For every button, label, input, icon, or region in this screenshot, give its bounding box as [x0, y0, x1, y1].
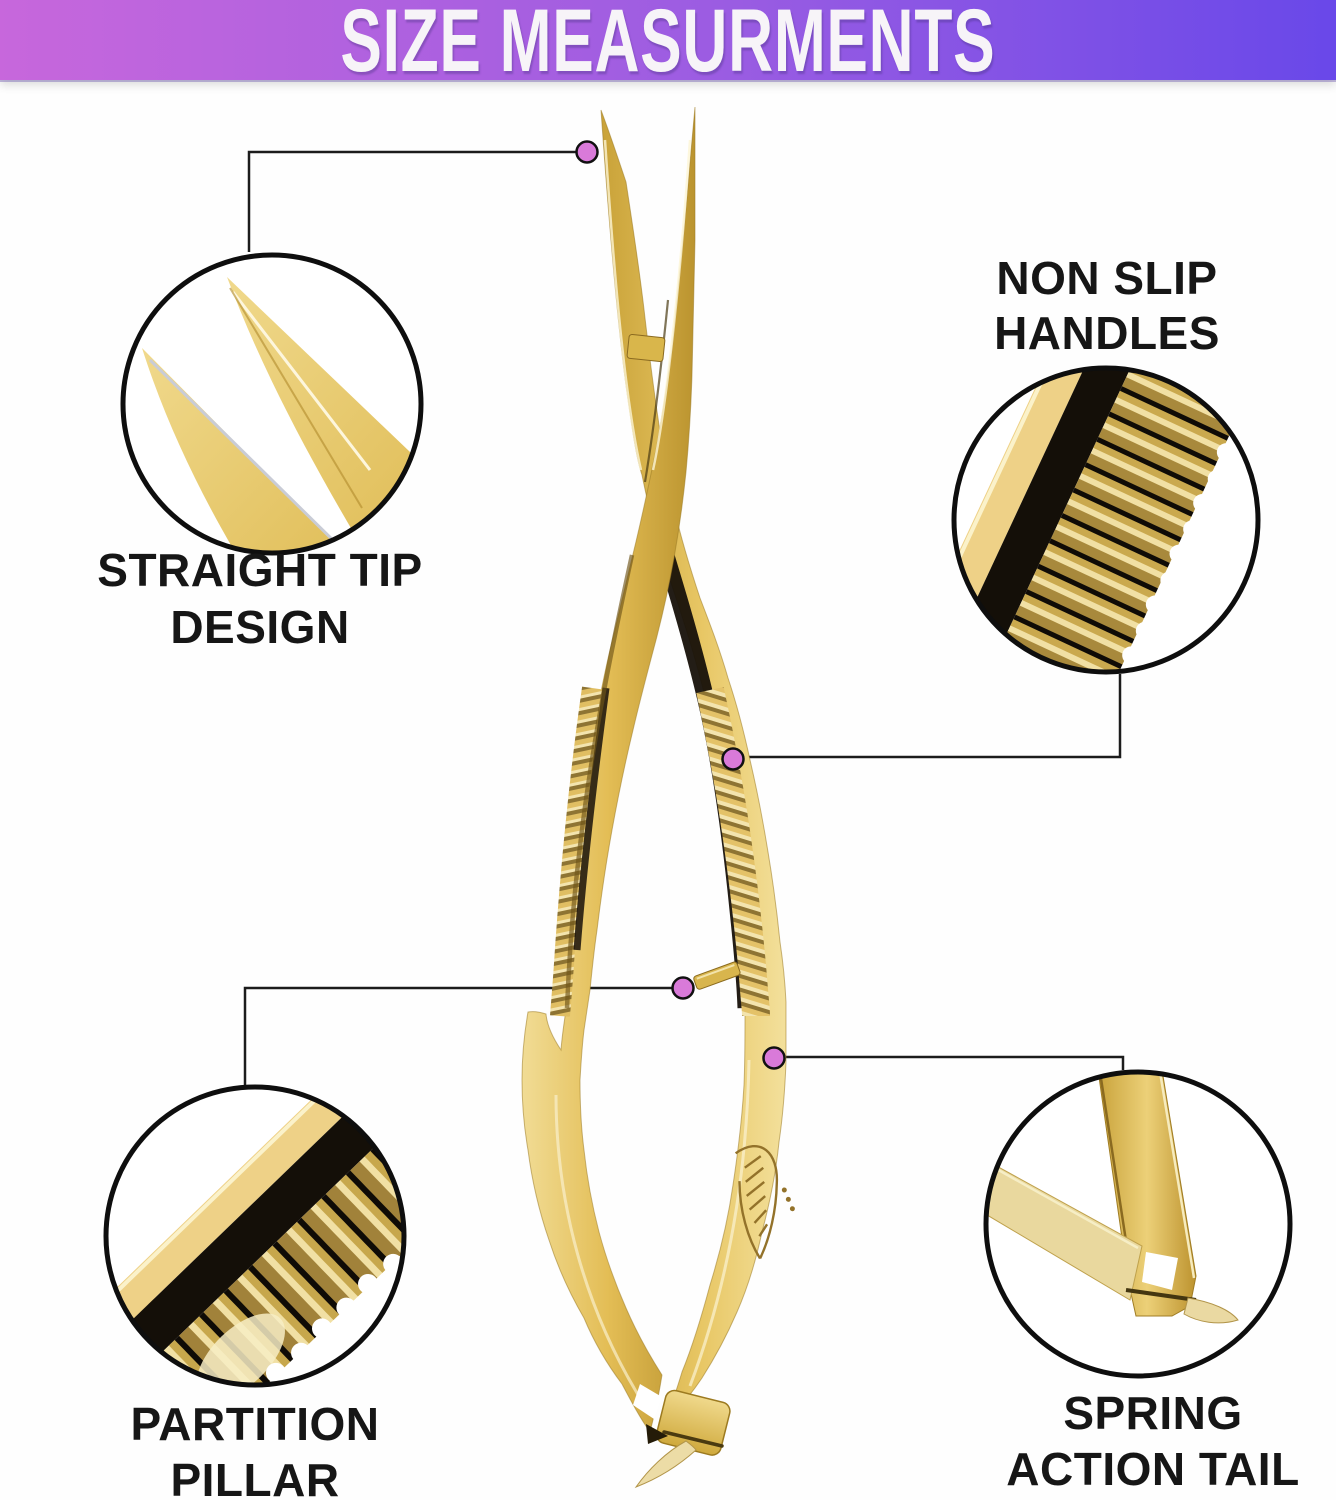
callout-label-line: STRAIGHT TIP [97, 544, 423, 596]
spring-tail-junction [633, 1384, 731, 1489]
callout-dot-partition [671, 976, 695, 1000]
callout-lines [243, 150, 1125, 1086]
page-title: SIZE MEASURMENTS [340, 0, 996, 90]
callout-dot-spring [762, 1046, 786, 1070]
header-banner: SIZE MEASURMENTS [0, 0, 1336, 90]
callout-dot-non-slip [721, 747, 745, 771]
partition-pillar-peg [693, 961, 741, 990]
callout-label-non-slip: NON SLIP HANDLES [907, 251, 1307, 361]
callout-label-line: DESIGN [170, 601, 350, 653]
callout-line-non-slip [733, 674, 1122, 759]
inset-circle-partition [103, 1084, 407, 1388]
callout-label-line: ACTION TAIL [1006, 1443, 1300, 1495]
inset-partition [103, 1084, 407, 1388]
callout-dot-straight-tip [575, 140, 599, 164]
callout-label-line: NON SLIP [996, 252, 1218, 304]
scissors [521, 106, 795, 1489]
callout-line-partition [243, 986, 683, 1086]
inset-tail-horizontal-band [986, 1157, 1143, 1301]
pivot-block [626, 333, 666, 363]
callout-dots [575, 140, 786, 1070]
pivot-edge-shadow [643, 299, 670, 483]
left-band-highlight [554, 1094, 642, 1399]
left-blade-highlight [651, 139, 692, 471]
inset-circle-straight-tip [120, 252, 424, 556]
callout-label-line: PILLAR [170, 1454, 340, 1506]
callout-label-partition: PARTITION PILLAR [30, 1396, 480, 1508]
left-handle-shadow [573, 687, 610, 951]
scissors-half-left [521, 106, 696, 1434]
left-handle-inner-edge [564, 554, 635, 1009]
callout-line-straight-tip [247, 150, 587, 252]
callout-label-spring: SPRING ACTION TAIL [953, 1385, 1336, 1497]
callout-label-line: PARTITION [130, 1398, 380, 1450]
brand-logo-engraving [734, 1144, 795, 1260]
inset-circle-spring-tail [983, 1069, 1293, 1379]
callout-line-spring [774, 1055, 1125, 1070]
callout-label-line: SPRING [1063, 1387, 1243, 1439]
inset-circle-non-slip [951, 365, 1261, 675]
callout-label-line: HANDLES [994, 307, 1220, 359]
right-band-highlight [688, 1059, 751, 1387]
right-blade-highlight [603, 139, 643, 471]
inset-spring-tail [983, 1069, 1293, 1379]
callout-label-straight-tip: STRAIGHT TIP DESIGN [35, 542, 485, 656]
left-handle-serration [550, 686, 602, 1017]
inset-non-slip [951, 365, 1261, 675]
